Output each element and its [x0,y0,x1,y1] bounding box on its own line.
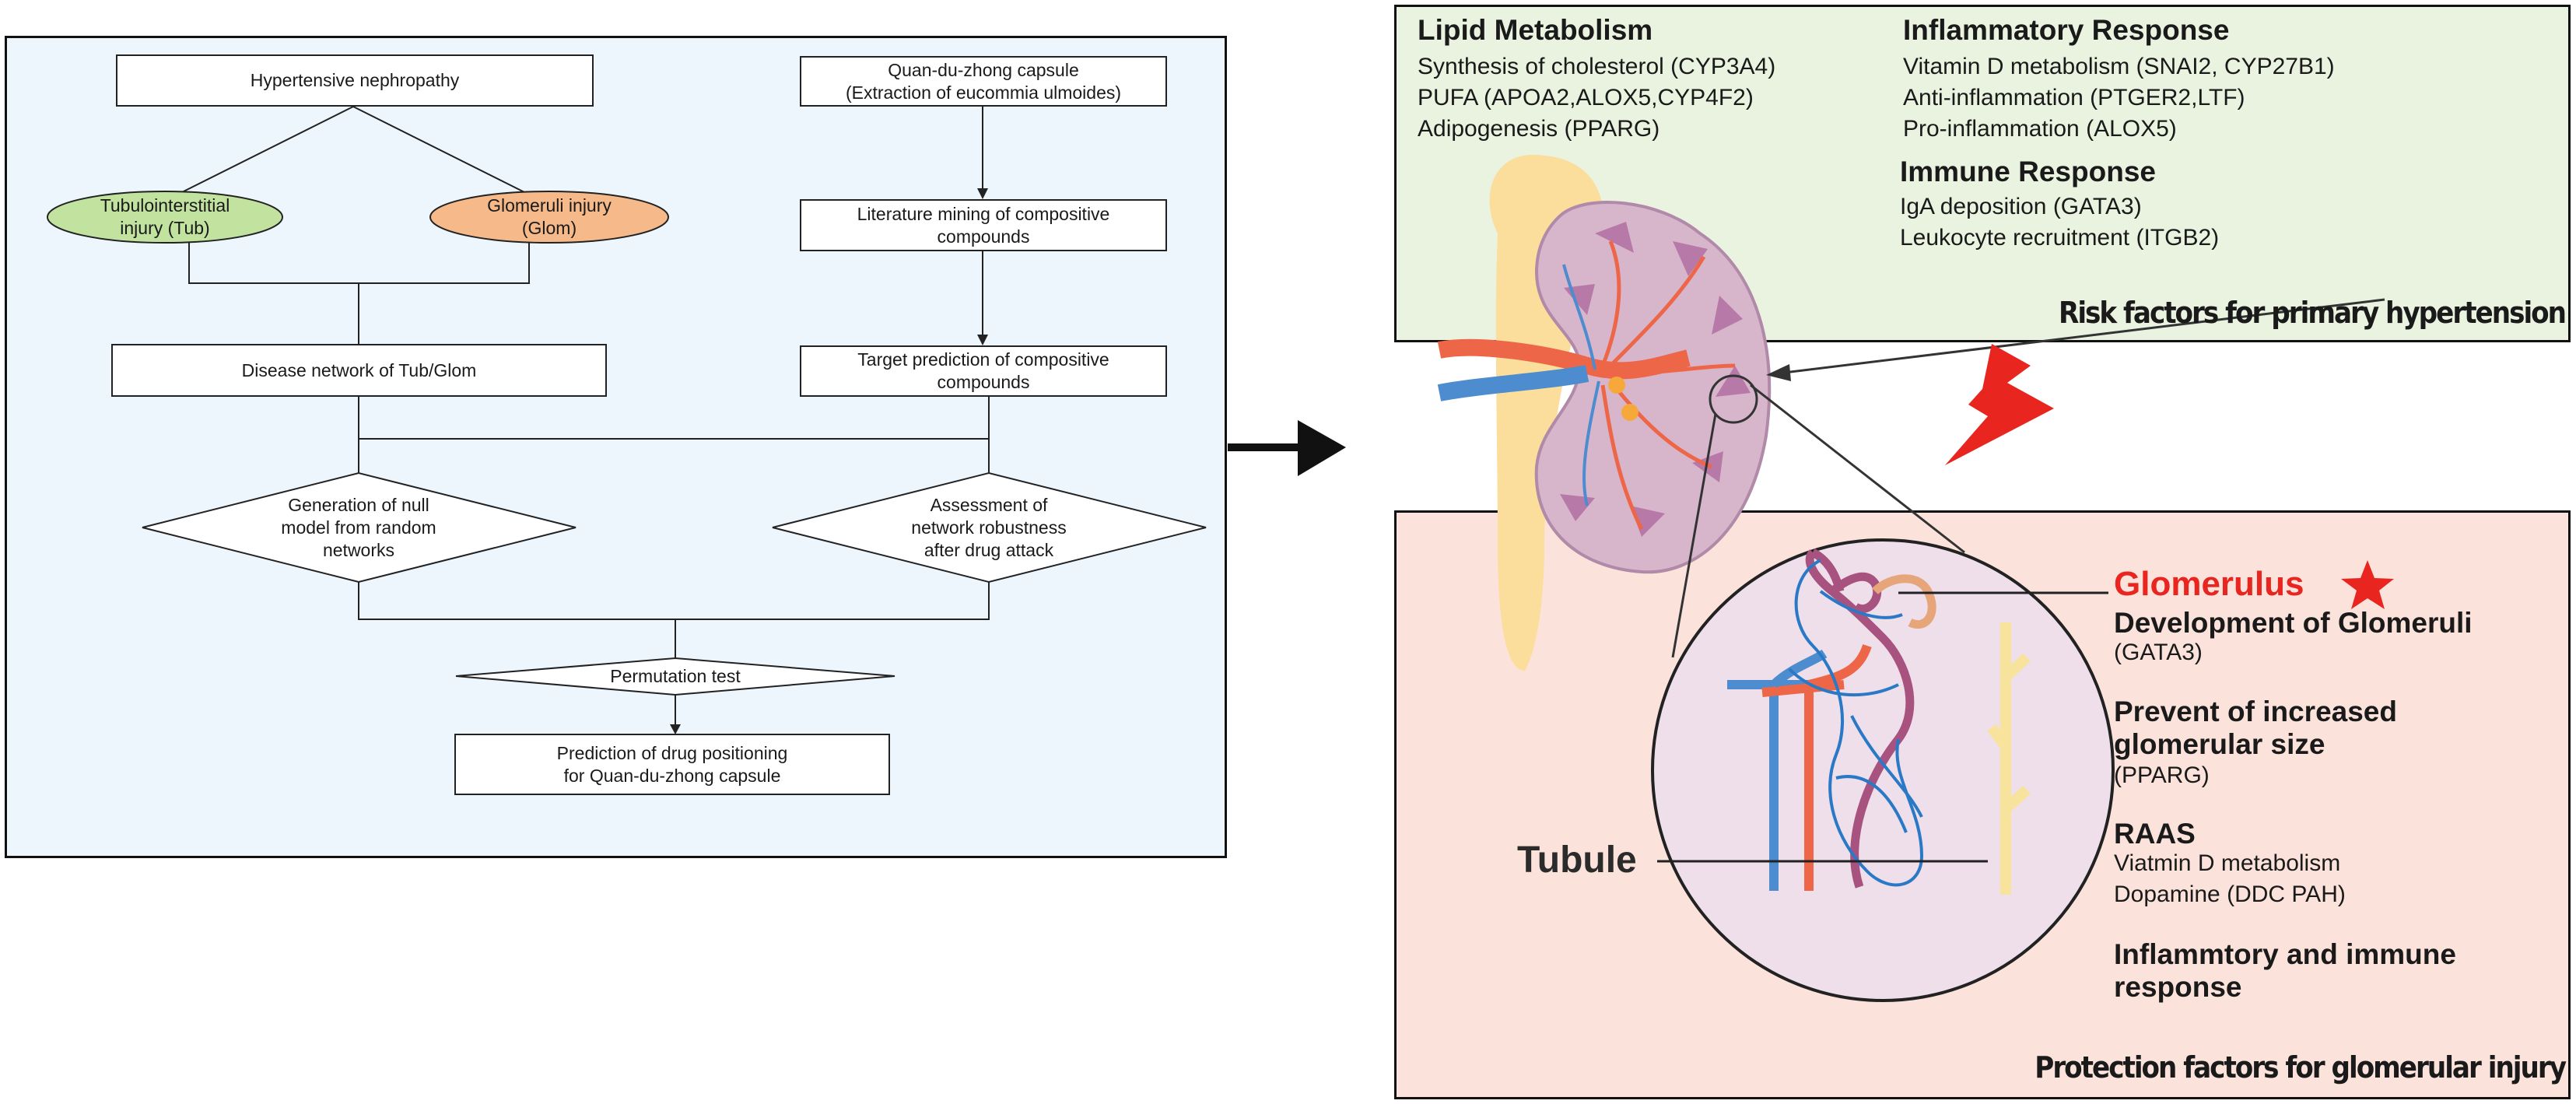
tub-label: Tubulointerstitial injury (Tub) [100,195,230,238]
glom-ellipse [429,191,669,244]
robustness-label: Assessment of network robustness after d… [911,494,1067,560]
glom-label: Glomeruli injury (Glom) [487,195,612,238]
null-model-diamond [142,471,577,584]
lipid-item-2: PUFA (APOA2,ALOX5,CYP4F2) [1418,85,1754,110]
immune-item-1: IgA deposition (GATA3) [1900,194,2142,219]
permutation-diamond [455,657,895,696]
inflammatory-heading: Inflammatory Response [1903,14,2230,46]
tub-ellipse [47,191,283,244]
immune-heading: Immune Response [1900,156,2156,188]
lipid-item-3: Adipogenesis (PPARG) [1418,116,1660,142]
raas-item-1: Viatmin D metabolism [2114,850,2341,876]
inflammatory-immune-line2: response [2114,971,2242,1003]
development-heading: Development of Glomeruli [2114,607,2473,639]
development-sub: (GATA3) [2114,640,2203,665]
literature-mining-box: Literature mining of compositive compoun… [800,199,1167,251]
target-prediction-box: Target prediction of compositive compoun… [800,345,1167,397]
inflammatory-item-2: Anti-inflammation (PTGER2,LTF) [1903,85,2245,110]
permutation-label: Permutation test [610,665,741,686]
lipid-heading: Lipid Metabolism [1418,14,1653,46]
lightning-icon [1945,344,2054,465]
raas-item-2: Dopamine (DDC PAH) [2114,881,2346,907]
prediction-box: Prediction of drug positioning for Quan-… [454,734,890,795]
glomerulus-label: Glomerulus [2114,565,2304,603]
lipid-item-1: Synthesis of cholesterol (CYP3A4) [1418,54,1776,79]
inflammatory-item-1: Vitamin D metabolism (SNAI2, CYP27B1) [1903,54,2335,79]
tubule-label: Tubule [1517,839,1637,881]
disease-network-box: Disease network of Tub/Glom [111,344,607,397]
capsule-box: Quan-du-zhong capsule (Extraction of euc… [800,56,1167,107]
immune-item-2: Leukocyte recruitment (ITGB2) [1900,225,2220,251]
protection-factors-title: Protection factors for glomerular injury [2035,1050,2567,1085]
risk-factors-title: Risk factors for primary hypertension [2059,296,2567,330]
prevent-heading-line2: glomerular size [2114,728,2325,760]
robustness-diamond [772,471,1207,584]
inflammatory-item-3: Pro-inflammation (ALOX5) [1903,116,2177,142]
prevent-sub: (PPARG) [2114,762,2210,788]
null-model-label: Generation of null model from random net… [281,494,436,560]
prevent-heading-line1: Prevent of increased [2114,696,2397,727]
hypertensive-nephropathy-box: Hypertensive nephropathy [116,54,594,107]
hypertensive-nephropathy-label: Hypertensive nephropathy [250,70,460,90]
raas-heading: RAAS [2114,818,2196,850]
star-icon [2341,560,2394,609]
inflammatory-immune-line1: Inflammtory and immune [2114,938,2456,970]
flowchart-panel [5,36,1227,858]
